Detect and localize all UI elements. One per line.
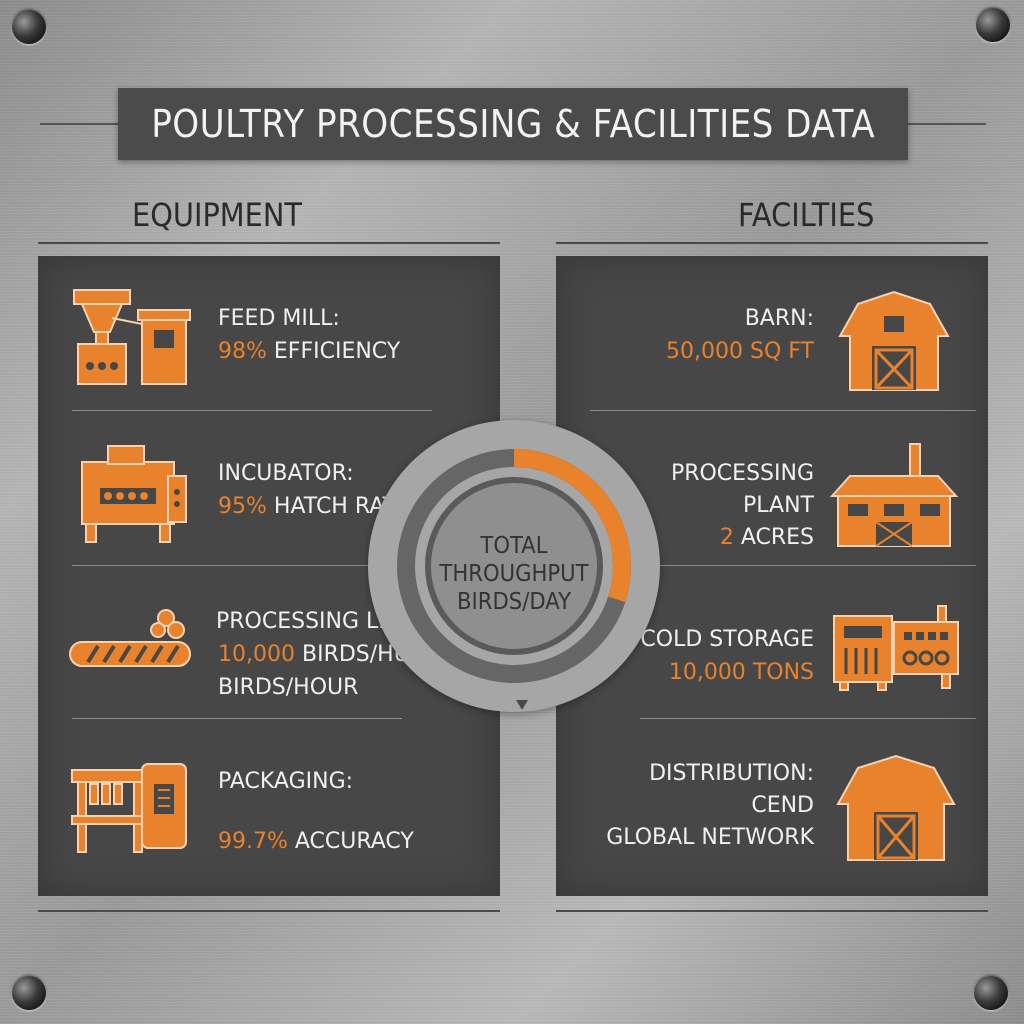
packaging-label: PACKAGING: bbox=[218, 769, 354, 794]
processing-plant-unit: ACRES bbox=[740, 525, 814, 550]
feed-mill-label: FEED MILL: bbox=[218, 306, 340, 331]
barn-label: BARN: bbox=[744, 306, 814, 331]
incubator-number: 95% bbox=[218, 494, 267, 519]
rivet-bottom-right-icon bbox=[974, 976, 1008, 1010]
equipment-divider bbox=[72, 410, 432, 411]
title-rule-right bbox=[906, 123, 986, 125]
barn-number: 50,000 bbox=[666, 339, 744, 364]
gauge-inner-disc bbox=[425, 477, 603, 655]
processing-plant-number: 2 bbox=[719, 525, 734, 550]
rivet-bottom-left-icon bbox=[12, 976, 46, 1010]
feed-mill-icon bbox=[73, 289, 191, 385]
distribution-line2: CEND bbox=[751, 793, 814, 818]
facilities-divider bbox=[640, 565, 976, 566]
page-title: POULTRY PROCESSING & FACILITIES DATA bbox=[151, 102, 875, 146]
facilities-bottom-rule bbox=[556, 910, 988, 912]
packaging-unit: ACCURACY bbox=[294, 829, 414, 854]
gauge-progress-arc bbox=[513, 449, 631, 603]
facilities-heading: FACILTIES bbox=[738, 196, 875, 234]
barn-unit: SQ FT bbox=[750, 339, 814, 364]
gauge-caption-line1: TOTAL bbox=[480, 533, 548, 559]
equipment-divider bbox=[72, 565, 402, 566]
cold-storage-icon bbox=[833, 605, 959, 691]
rivet-top-left-icon bbox=[12, 10, 46, 44]
cold-storage-value: 10,000 TONS bbox=[669, 657, 814, 689]
feed-mill-number: 98% bbox=[218, 339, 267, 364]
processing-line-number: 10,000 bbox=[218, 642, 295, 667]
cold-storage-unit: TONS bbox=[752, 660, 814, 685]
cold-storage-label: COLD STORAGE bbox=[640, 627, 814, 652]
processing-plant-label-line2: PLANT bbox=[743, 493, 814, 518]
gauge-caption: TOTAL THROUGHPUT BIRDS/DAY bbox=[380, 532, 649, 616]
packaging-number: 99.7% bbox=[218, 829, 288, 854]
throughput-gauge: TOTAL THROUGHPUT BIRDS/DAY bbox=[368, 420, 660, 712]
barn-value: 50,000 SQ FT bbox=[666, 336, 814, 368]
distribution-line3: GLOBAL NETWORK bbox=[606, 825, 814, 850]
incubator-label: INCUBATOR: bbox=[218, 461, 354, 486]
feed-mill-unit: EFFICIENCY bbox=[273, 339, 401, 364]
title-rule-left bbox=[40, 123, 120, 125]
conveyor-icon bbox=[69, 609, 191, 667]
distribution-barn-icon bbox=[836, 754, 956, 861]
barn-icon bbox=[838, 290, 950, 391]
incubator-icon bbox=[81, 445, 187, 543]
processing-plant-label-line1: PROCESSING bbox=[670, 461, 814, 486]
processing-line-extra: BIRDS/HOUR bbox=[218, 675, 359, 700]
rivet-top-right-icon bbox=[976, 8, 1010, 42]
equipment-divider bbox=[72, 718, 402, 719]
facilities-divider bbox=[590, 410, 976, 411]
cold-storage-number: 10,000 bbox=[668, 660, 746, 685]
equipment-bottom-rule bbox=[38, 910, 500, 912]
equipment-heading: EQUIPMENT bbox=[132, 196, 302, 234]
feed-mill-value: 98% EFFICIENCY bbox=[218, 336, 400, 368]
processing-plant-icon bbox=[830, 443, 958, 547]
title-banner: POULTRY PROCESSING & FACILITIES DATA bbox=[118, 88, 908, 160]
processing-plant-value: 2 ACRES bbox=[720, 522, 814, 554]
gauge-svg bbox=[397, 449, 631, 683]
facilities-divider bbox=[640, 718, 976, 719]
gauge-caption-line2: THROUGHPUT bbox=[439, 561, 589, 587]
equipment-top-rule bbox=[38, 242, 500, 244]
facilities-top-rule bbox=[556, 242, 988, 244]
packaging-machine-icon bbox=[71, 763, 187, 853]
down-arrow-icon bbox=[516, 700, 528, 710]
distribution-label: DISTRIBUTION: bbox=[649, 761, 814, 786]
gauge-caption-line3: BIRDS/DAY bbox=[457, 589, 571, 615]
packaging-value: 99.7% ACCURACY bbox=[218, 826, 414, 858]
